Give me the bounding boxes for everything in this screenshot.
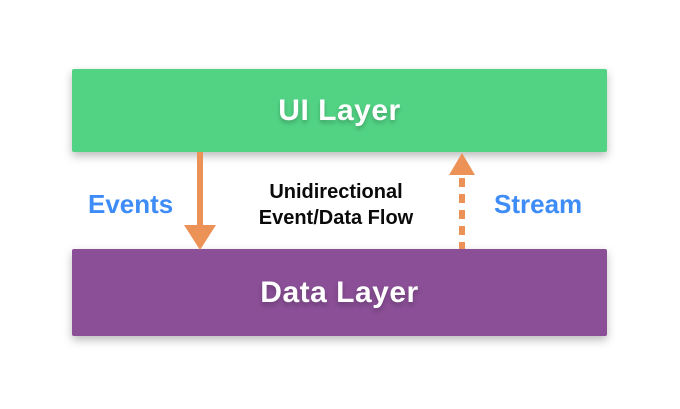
ui-layer-label: UI Layer [278, 93, 401, 127]
flow-caption-line2: Event/Data Flow [258, 207, 414, 229]
data-layer-box: Data Layer [72, 249, 607, 336]
flow-caption-line1: Unidirectional [269, 181, 403, 203]
events-down-arrow-icon [184, 225, 216, 250]
ui-layer-box: UI Layer [72, 69, 607, 152]
stream-label: Stream [494, 189, 583, 219]
events-down-arrow-shaft [197, 152, 203, 228]
events-label: Events [88, 189, 174, 219]
stream-up-arrow-dashed-shaft [459, 178, 465, 249]
data-layer-label: Data Layer [260, 275, 419, 309]
flow-caption: Unidirectional Event/Data Flow [216, 179, 456, 231]
stream-up-arrow-icon [449, 153, 475, 175]
